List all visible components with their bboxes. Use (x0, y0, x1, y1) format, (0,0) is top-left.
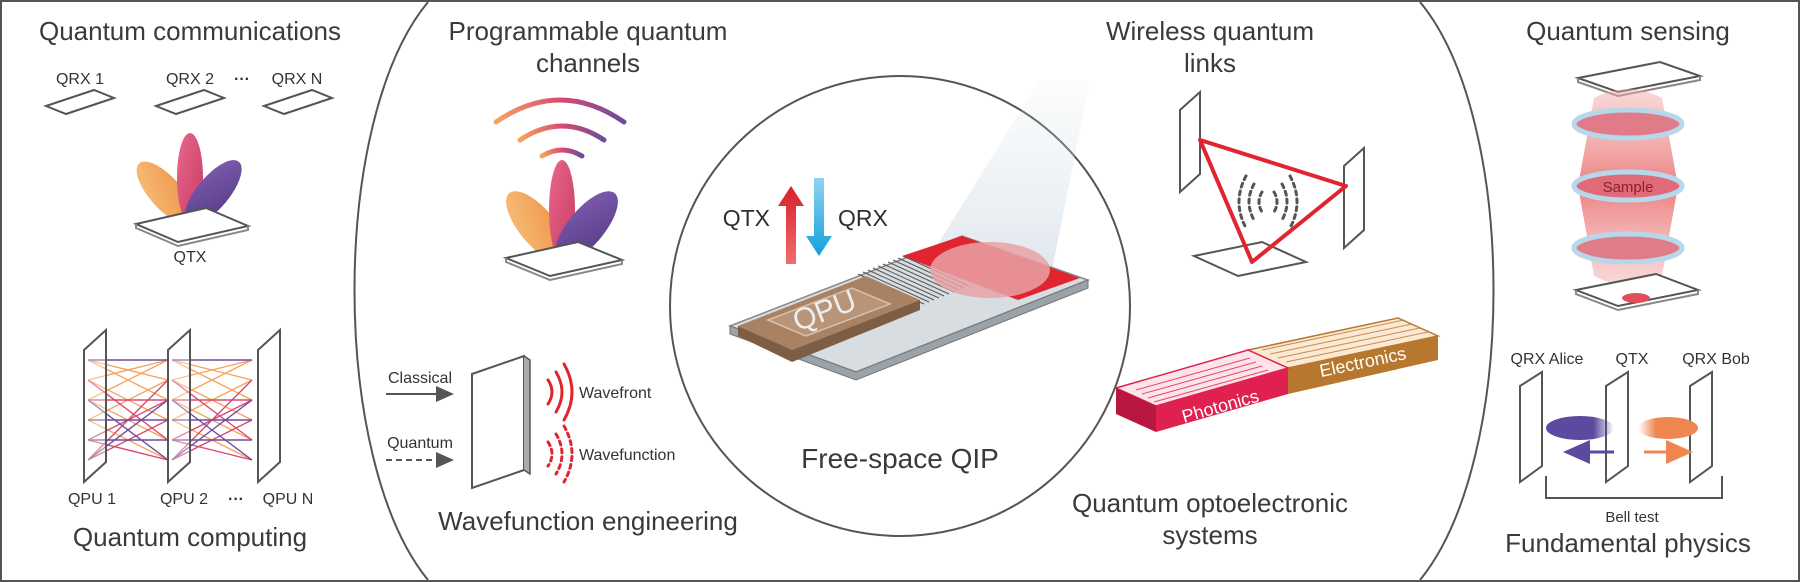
wireless-links-panel: Wireless quantum links (1106, 16, 1365, 278)
qrx-n-plate (261, 88, 335, 116)
left-divider-arc (353, 1, 429, 581)
electronics-side (1288, 336, 1438, 394)
qpu-n-label: QPU N (263, 491, 314, 508)
sensing-lens-bottom (1571, 231, 1685, 265)
programmable-channels-title-line2: channels (536, 48, 640, 78)
bell-test-label: Bell test (1605, 509, 1659, 526)
quantum-computing-title: Quantum computing (73, 522, 307, 552)
qrx-ellipsis: ··· (234, 71, 250, 88)
qrx-arrow (806, 178, 832, 256)
wireless-links-title-line1: Wireless quantum (1106, 16, 1314, 46)
quantum-sensing-title: Quantum sensing (1526, 16, 1730, 46)
qpu-1-label: QPU 1 (68, 491, 116, 508)
quantum-communications-title: Quantum communications (39, 16, 341, 46)
alice-photon (1546, 416, 1614, 440)
beam-lobe-orange (136, 161, 196, 225)
bell-source-label: QTX (1616, 351, 1649, 368)
channel-plate (502, 240, 626, 278)
bell-test-bracket (1545, 476, 1723, 499)
quantum-label: Quantum (387, 435, 453, 452)
channel-arc-outer (493, 97, 627, 125)
center-qtx-label: QTX (723, 205, 770, 231)
qpu-2-label: QPU 2 (160, 491, 208, 508)
optoelectronic-panel: Photonics Electronics Quantum optoelectr… (1072, 317, 1441, 550)
alice-plate (1519, 370, 1543, 484)
free-space-qip-panel: QPU QTX QRX Free-space QIP (669, 75, 1131, 537)
channel-arc-inner (539, 147, 585, 159)
sensing-lens-top (1571, 107, 1685, 141)
sensing-focus-spot (1622, 293, 1650, 303)
wireless-signal-icon (1237, 174, 1299, 230)
quantum-communications-panel: Quantum communications QRX 1 QRX 2 ··· Q… (39, 16, 341, 266)
wavefunction-engineering-panel: Classical Quantum Wavefront Wavefunction… (386, 354, 738, 536)
wavefunction-label: Wavefunction (579, 447, 675, 464)
classical-label: Classical (388, 370, 452, 387)
light-cone (918, 80, 1090, 280)
center-qrx-label: QRX (838, 205, 888, 231)
bob-label: QRX Bob (1682, 351, 1750, 368)
bob-photon (1638, 417, 1698, 439)
qtx-arrow (778, 186, 804, 264)
sample-disk (1571, 169, 1685, 203)
qpu-interconnect-lines (87, 359, 253, 461)
programmable-channels-panel: Programmable quantum channels (449, 16, 728, 282)
quantum-sensing-panel: Quantum sensing Sample (1526, 16, 1730, 312)
qpu-ellipsis: ··· (228, 491, 244, 508)
photonics-side (1156, 368, 1288, 432)
qtx-label: QTX (174, 249, 207, 266)
alice-label: QRX Alice (1511, 351, 1584, 368)
qrx-n-label: QRX N (272, 71, 323, 88)
wavefront-label: Wavefront (579, 385, 652, 402)
fundamental-physics-panel: QRX Alice QTX QRX Bob Bell test Fundamen… (1505, 351, 1751, 558)
electronic-circuit-traces (1261, 319, 1429, 363)
wireless-link-triangle (1198, 138, 1348, 264)
wavefront-icon (546, 362, 574, 422)
qtx-plate (132, 206, 252, 244)
metasurface-plate (471, 354, 525, 490)
beam-spot (930, 242, 1050, 298)
bell-source-plate (1605, 370, 1629, 484)
qrx-1-plate (43, 88, 117, 116)
photonic-circuit-traces (1135, 357, 1269, 403)
wavefunction-icon (546, 424, 574, 484)
optoelectronic-title-line1: Quantum optoelectronic (1072, 488, 1348, 518)
qpu-1-plate (83, 327, 107, 485)
qrx-2-label: QRX 2 (166, 71, 214, 88)
beam-lobe-purple (184, 160, 242, 225)
programmable-channels-title-line1: Programmable quantum (449, 16, 728, 46)
channel-arc-middle (517, 123, 607, 143)
sample-label: Sample (1603, 179, 1654, 196)
wireless-node-left (1179, 89, 1201, 195)
qpu-2-plate (167, 327, 191, 485)
free-space-qip-title: Free-space QIP (801, 443, 999, 474)
wireless-links-title-line2: links (1184, 48, 1236, 78)
wireless-node-right (1343, 145, 1365, 251)
quantum-computing-panel: QPU 1 QPU 2 ··· QPU N Quantum computing (68, 327, 314, 552)
qrx-1-label: QRX 1 (56, 71, 104, 88)
right-divider-arc (1419, 1, 1495, 581)
fundamental-physics-title: Fundamental physics (1505, 528, 1751, 558)
qpu-n-plate (257, 327, 281, 485)
wavefunction-engineering-title: Wavefunction engineering (438, 506, 738, 536)
optoelectronic-title-line2: systems (1162, 520, 1257, 550)
qrx-2-plate (153, 88, 227, 116)
